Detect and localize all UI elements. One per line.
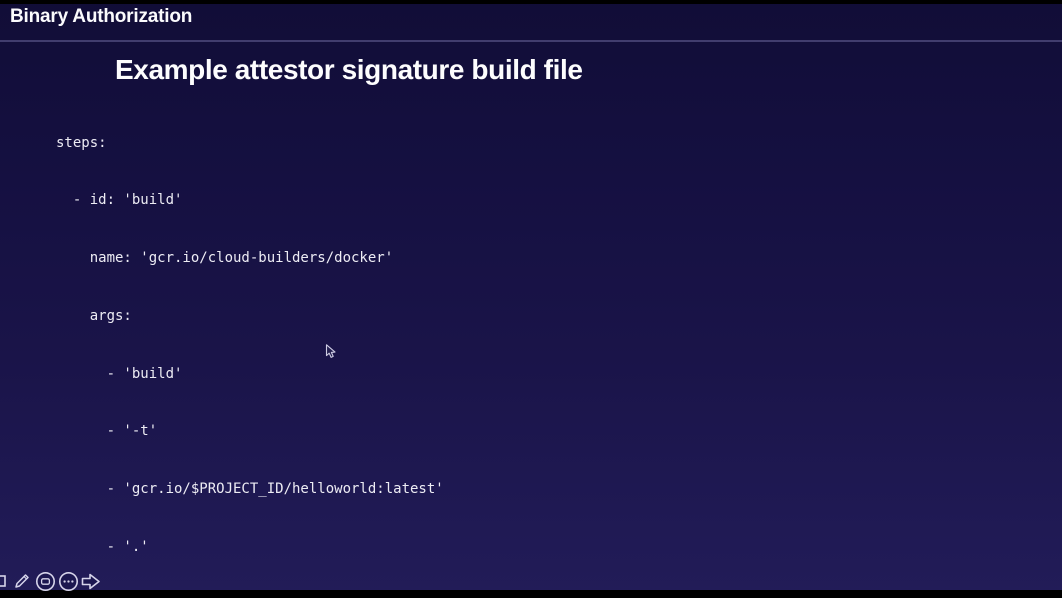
code-line: steps: [56,134,107,151]
button-tool-icon[interactable] [34,570,56,592]
letterbox-bottom-bar [0,590,1062,598]
code-line: - '-t' [56,423,158,440]
code-line: - id: 'build' [56,192,183,209]
square-tool-icon[interactable] [0,570,8,592]
arrow-tool-icon[interactable] [80,570,102,592]
code-line: name: 'gcr.io/cloud-builders/docker' [56,250,394,266]
more-options-icon[interactable] [57,570,79,592]
annotation-toolbar [0,570,102,592]
header-divider [0,40,1062,42]
code-line: - '.' [56,538,149,555]
code-line: args: [56,307,132,324]
mouse-cursor-icon [325,344,337,359]
yaml-code-block: steps: - id: 'build' name: 'gcr.io/cloud… [56,95,966,598]
pencil-tool-icon[interactable] [11,570,33,592]
letterbox-top-bar [0,0,1062,4]
code-line: - 'gcr.io/$PROJECT_ID/helloworld:latest' [56,481,444,497]
code-line: - 'build' [56,365,183,382]
slide-title: Example attestor signature build file [115,54,583,85]
section-header: Binary Authorization [10,6,193,27]
